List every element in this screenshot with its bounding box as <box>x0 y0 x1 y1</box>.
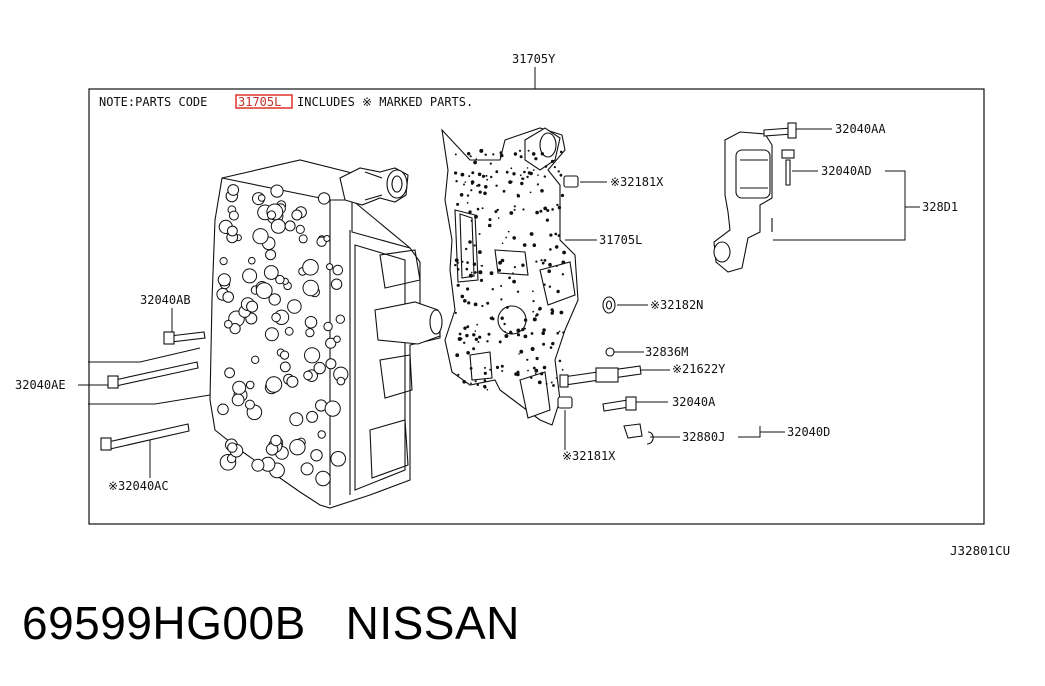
drawing-code: J32801CU <box>950 543 1011 558</box>
label-32040AA: 32040AA <box>835 122 886 136</box>
label-32181X-bottom: ※32181X <box>562 449 616 463</box>
label-32040AE: 32040AE <box>15 378 66 392</box>
diagram-frame <box>88 88 985 525</box>
label-31705L: 31705L <box>599 233 642 247</box>
part-number: 69599HG00B <box>22 597 306 649</box>
label-32040AB: 32040AB <box>140 293 191 307</box>
label-32040D: 32040D <box>787 425 830 439</box>
label-32836M: 32836M <box>645 345 688 359</box>
valve-body-illustration <box>209 159 443 509</box>
label-32880J: 32880J <box>682 430 725 444</box>
label-31705Y: 31705Y <box>512 52 556 66</box>
separator-plate-holes <box>454 148 566 391</box>
solenoid-illustration <box>713 122 797 273</box>
note-code: 31705L <box>238 95 281 109</box>
note-code-highlight <box>235 94 293 109</box>
valve-body-detail <box>216 184 349 487</box>
small-parts <box>100 175 654 451</box>
brand-name: NISSAN <box>345 597 520 649</box>
label-328D1: 328D1 <box>922 200 958 214</box>
label-32182N: ※32182N <box>650 298 703 312</box>
leader-lines <box>78 128 920 478</box>
label-32181X-top: ※32181X <box>610 175 664 189</box>
label-21622Y: ※21622Y <box>672 362 726 376</box>
caption: 69599HG00B NISSAN <box>22 596 520 650</box>
label-32040A: 32040A <box>672 395 716 409</box>
label-32040AD: 32040AD <box>821 164 872 178</box>
label-32040AC: ※32040AC <box>108 479 169 493</box>
note-suffix: INCLUDES ※ MARKED PARTS. <box>297 95 473 109</box>
note-prefix: NOTE:PARTS CODE <box>99 95 207 109</box>
